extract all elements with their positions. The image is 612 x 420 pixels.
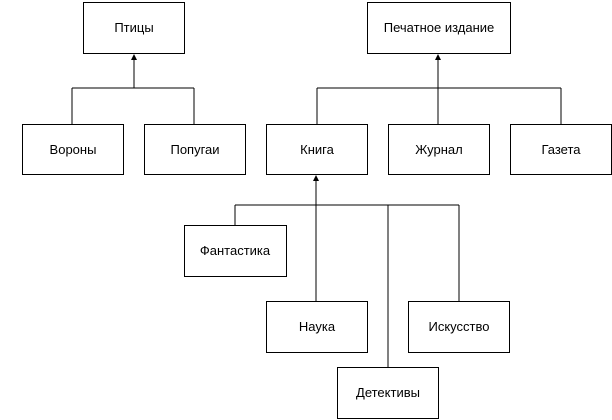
node-book: Книга <box>266 124 368 175</box>
node-box <box>408 301 510 353</box>
node-label: Вороны <box>50 142 97 157</box>
node-box <box>337 367 439 419</box>
node-label: Фантастика <box>200 243 271 258</box>
node-parrots: Попугаи <box>144 124 246 175</box>
node-box <box>83 2 185 54</box>
node-label: Искусство <box>429 319 490 334</box>
node-box <box>266 301 368 353</box>
node-label: Печатное издание <box>384 20 495 35</box>
node-label: Книга <box>300 142 334 157</box>
edges-printed <box>316 54 562 124</box>
node-science: Наука <box>266 301 368 353</box>
node-fantasy: Фантастика <box>184 225 287 277</box>
node-label: Детективы <box>356 385 420 400</box>
node-magazine: Журнал <box>388 124 490 175</box>
node-box <box>388 124 490 175</box>
node-label: Газета <box>541 142 581 157</box>
node-newspaper: Газета <box>510 124 612 175</box>
node-label: Птицы <box>114 20 153 35</box>
node-box <box>266 124 368 175</box>
arrowhead-icon <box>435 54 441 60</box>
node-box <box>510 124 612 175</box>
node-art: Искусство <box>408 301 510 353</box>
node-box <box>22 124 124 175</box>
node-label: Журнал <box>415 142 462 157</box>
arrowhead-icon <box>313 175 319 181</box>
node-detective: Детективы <box>337 367 439 419</box>
node-label: Наука <box>299 319 336 334</box>
node-box <box>367 2 511 54</box>
arrowhead-icon <box>131 54 137 60</box>
node-label: Попугаи <box>170 142 219 157</box>
node-crows: Вороны <box>22 124 124 175</box>
edges-birds <box>71 54 195 124</box>
node-birds: Птицы <box>83 2 185 54</box>
node-printed: Печатное издание <box>367 2 511 54</box>
edges-book <box>234 175 460 367</box>
node-box <box>184 225 287 277</box>
node-box <box>144 124 246 175</box>
